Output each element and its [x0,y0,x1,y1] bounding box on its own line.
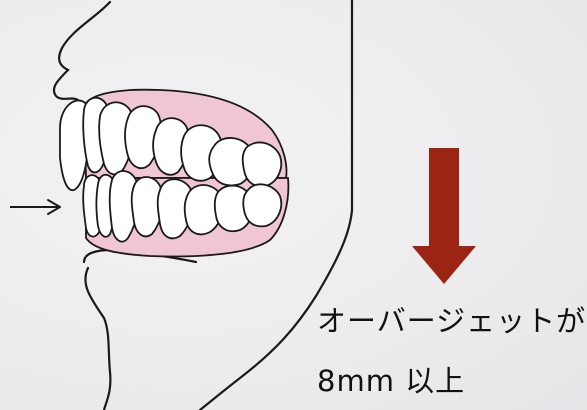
down-arrow-icon [412,148,476,284]
lower-lip-chin-line [84,250,196,410]
upper-molar-3 [243,142,282,186]
face-profile-line [54,2,110,100]
right-arrow-icon [10,200,60,214]
caption-line-2: 8mm 以上 [317,358,465,400]
lower-molar-3 [243,184,281,226]
caption-line-1: オーバージェットが [317,298,586,340]
